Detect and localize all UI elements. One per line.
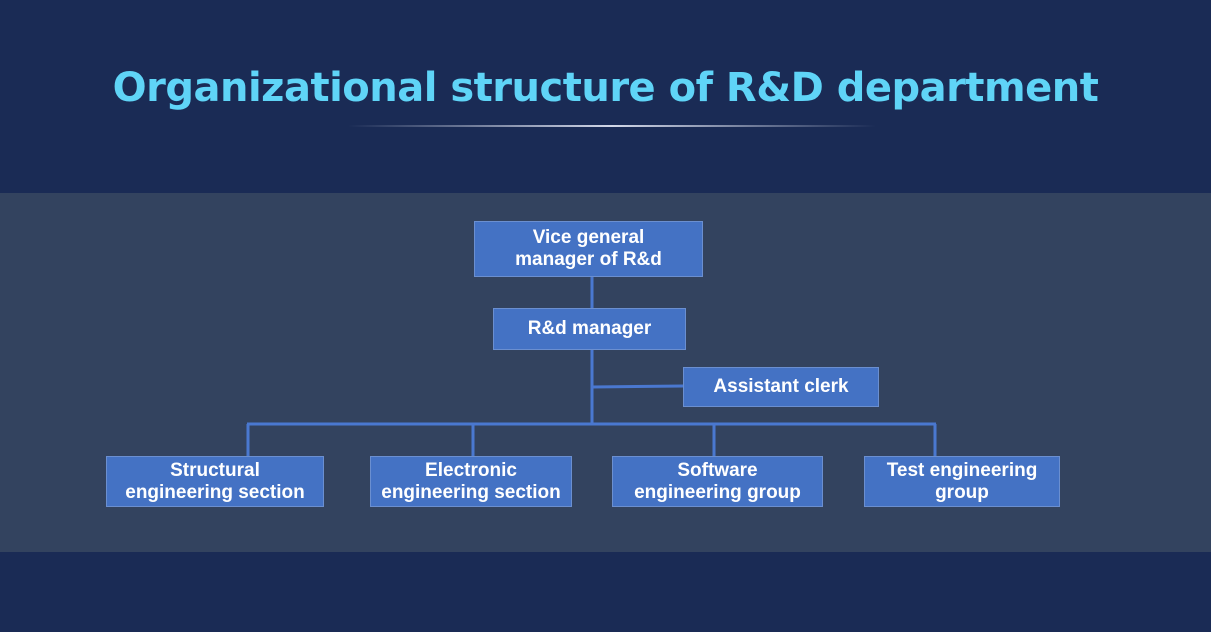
title-underline: [348, 125, 876, 127]
node-test-engineering: Test engineering group: [864, 456, 1060, 507]
node-label: Structural engineering section: [125, 459, 305, 503]
node-rd-manager: R&d manager: [493, 308, 686, 350]
node-label: Vice general manager of R&d: [515, 227, 662, 270]
node-assistant-clerk: Assistant clerk: [683, 367, 879, 407]
node-label: Software engineering group: [634, 459, 801, 503]
connector-assistant: [591, 384, 685, 389]
node-software-engineering: Software engineering group: [612, 456, 823, 507]
node-structural-engineering: Structural engineering section: [106, 456, 324, 507]
node-label: Electronic engineering section: [381, 459, 561, 503]
node-label: Assistant clerk: [713, 376, 849, 397]
node-label: Test engineering group: [886, 459, 1038, 503]
node-electronic-engineering: Electronic engineering section: [370, 456, 572, 507]
node-vice-general-manager: Vice general manager of R&d: [474, 221, 703, 277]
page-title: Organizational structure of R&D departme…: [112, 65, 1099, 111]
node-label: R&d manager: [527, 318, 652, 339]
